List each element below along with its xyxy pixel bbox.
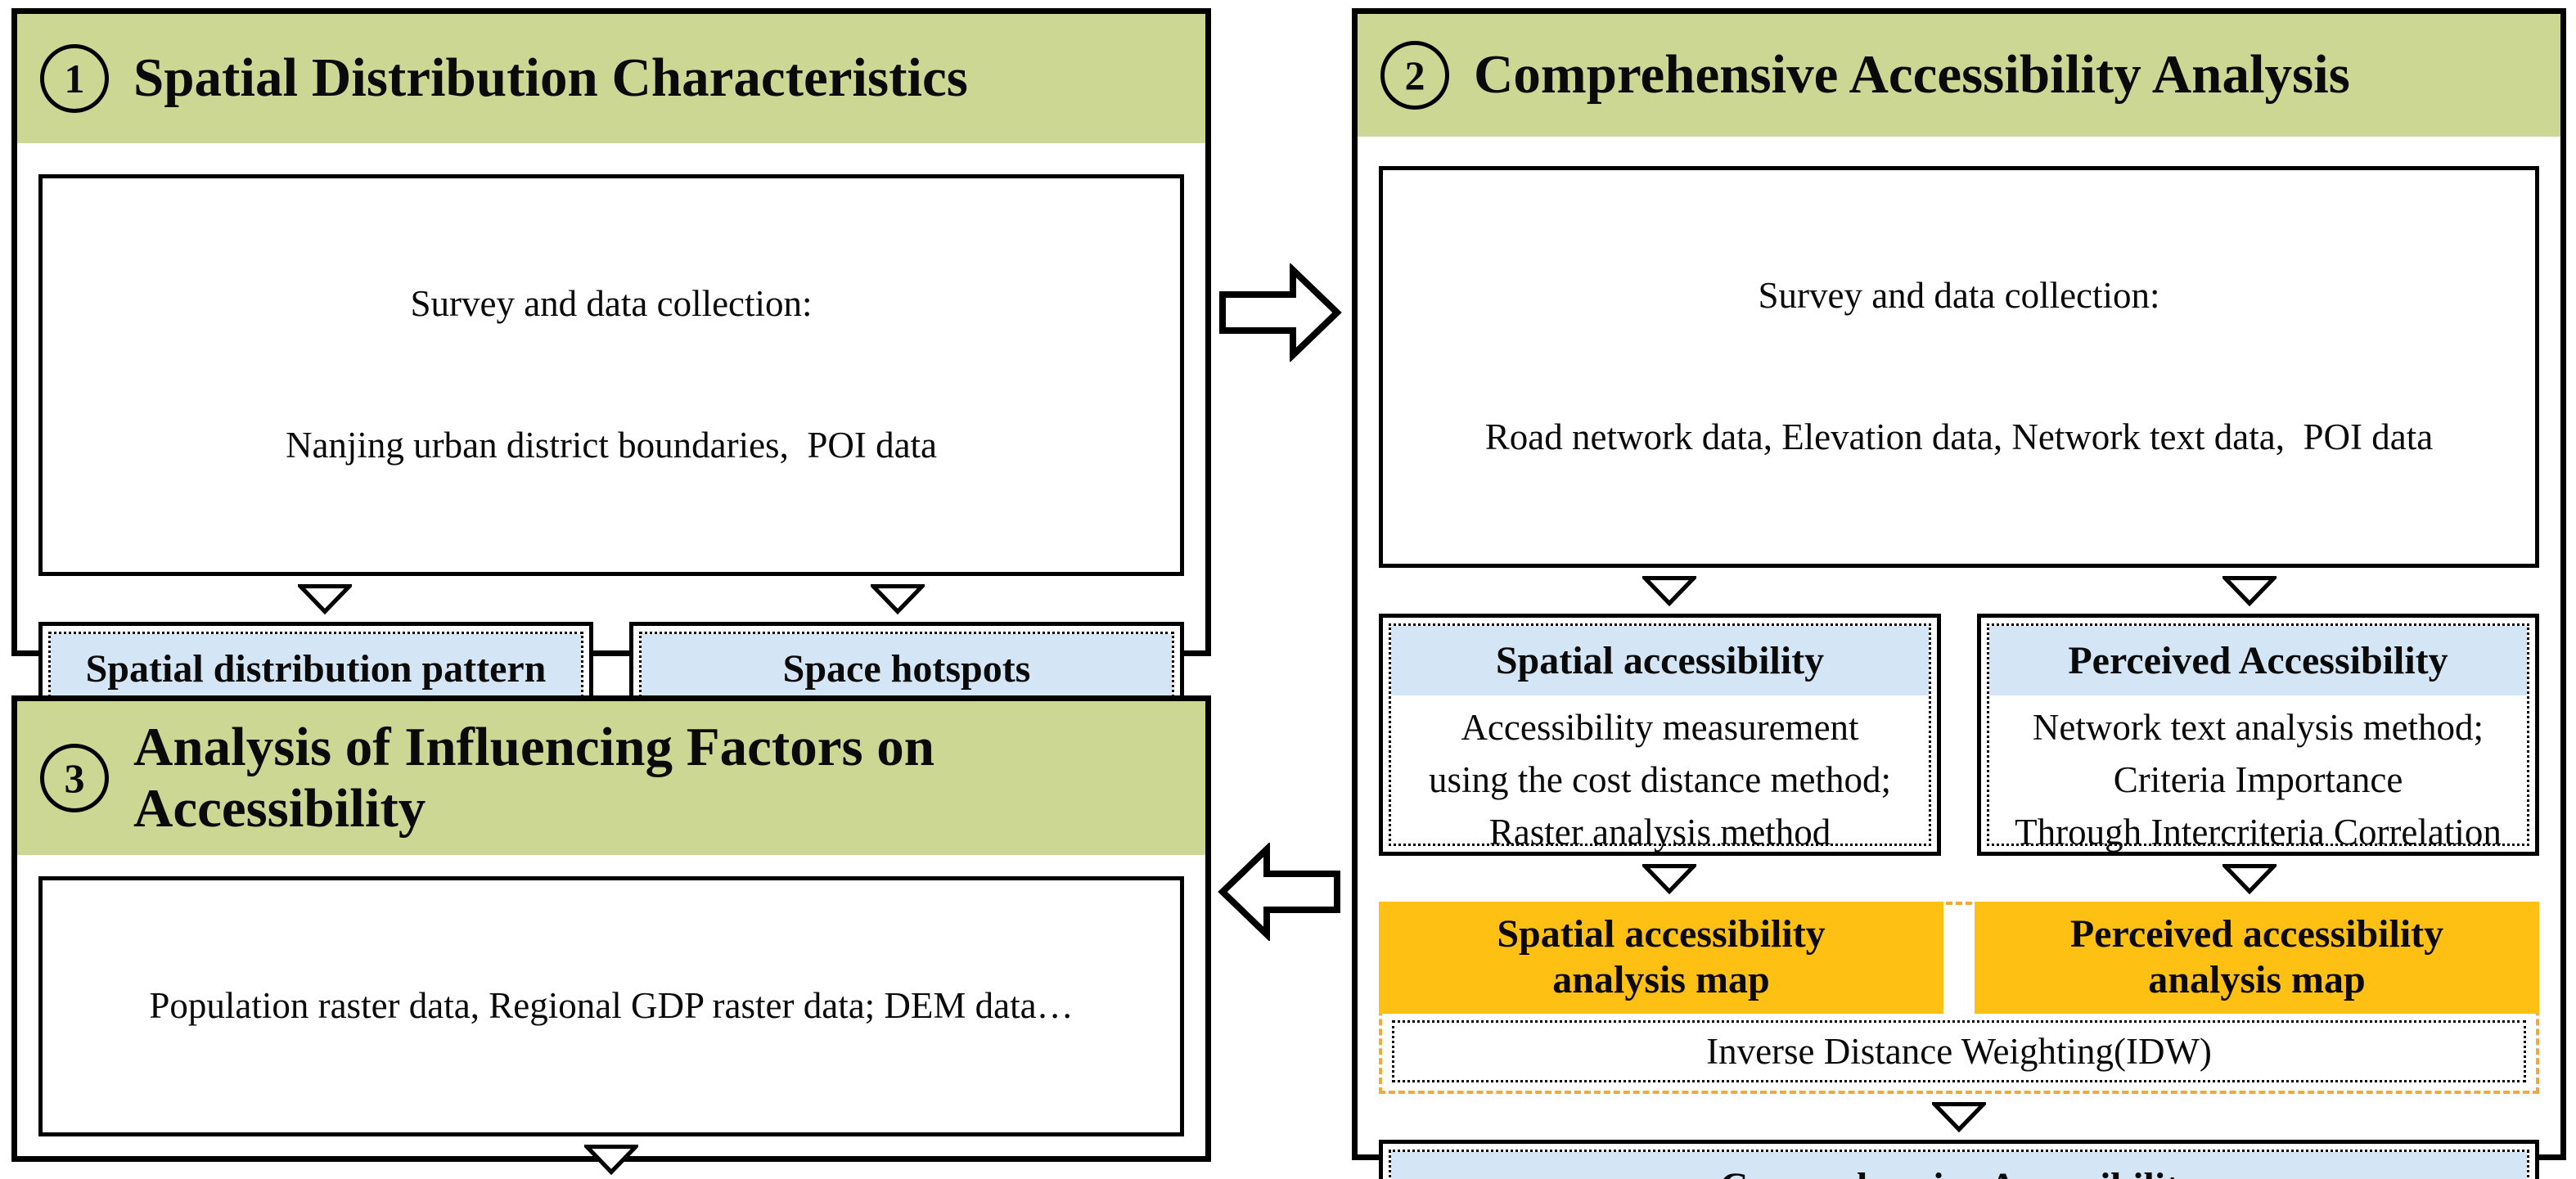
panel-2-content: Survey and data collection: Road network… (1358, 166, 2560, 1179)
survey-line: Survey and data collection: (1758, 275, 2160, 317)
survey-box: Population raster data, Regional GDP ras… (38, 876, 1184, 1136)
panel-3-content: Population raster data, Regional GDP ras… (17, 876, 1205, 1179)
survey-line: Population raster data, Regional GDP ras… (149, 985, 1074, 1027)
method-title: Perceived Accessibility (1989, 625, 2527, 695)
survey-line: Road network data, Elevation data, Netwo… (1484, 416, 2434, 457)
arrow-down-icon (298, 583, 352, 614)
arrow-down-icon (1642, 863, 1696, 894)
panel-spatial-distribution: 1 Spatial Distribution Characteristics S… (11, 8, 1211, 916)
method-box-comprehensive: Comprehensive Accessibility Entropy Weig… (1379, 1140, 2539, 1179)
circled-number-3-icon: 3 (40, 744, 109, 812)
arrow-down-icon (1932, 1101, 1986, 1132)
method-box-perceived-accessibility: Perceived Accessibility Network text ana… (1977, 613, 2539, 856)
arrow-row (38, 576, 1184, 622)
maps-group: Spatial accessibility analysis map Perce… (1379, 901, 2539, 1094)
idw-box: Inverse Distance Weighting(IDW) (1392, 1020, 2526, 1082)
arrow-down-icon (871, 583, 925, 614)
arrow-left-icon (1218, 843, 1340, 941)
method-title: Spatial distribution pattern (51, 633, 581, 704)
circled-number-1-icon: 1 (40, 44, 109, 113)
method-title: Spatial accessibility (1391, 625, 1929, 695)
arrow-down-icon (1642, 575, 1696, 606)
method-title: Space hotspots (642, 633, 1172, 704)
arrow-row (38, 1136, 1184, 1179)
map-box-perceived: Perceived accessibility analysis map (1975, 901, 2539, 1014)
arrow-row (1379, 856, 2539, 902)
arrow-row (1379, 1094, 2539, 1140)
panel-comprehensive-accessibility: 2 Comprehensive Accessibility Analysis S… (1352, 8, 2566, 1179)
method-row: Spatial accessibility Accessibility meas… (1379, 613, 2539, 856)
survey-box: Survey and data collection: Road network… (1379, 166, 2539, 568)
survey-line: Survey and data collection: (410, 283, 813, 325)
arrow-down-icon (584, 1144, 638, 1175)
panel-3-title: Analysis of Influencing Factors on Acces… (133, 716, 935, 839)
panel-1-title: Spatial Distribution Characteristics (133, 47, 968, 109)
panel-1-header: 1 Spatial Distribution Characteristics (17, 14, 1205, 143)
panel-2-title: Comprehensive Accessibility Analysis (1474, 44, 2350, 106)
panel-influencing-factors: 3 Analysis of Influencing Factors on Acc… (11, 695, 1211, 1175)
method-title: Comprehensive Accessibility (1391, 1152, 2527, 1179)
survey-box: Survey and data collection: Nanjing urba… (38, 174, 1184, 576)
arrow-down-icon (2222, 575, 2277, 606)
map-row: Spatial accessibility analysis map Perce… (1379, 901, 2539, 1014)
arrow-row (1379, 568, 2539, 614)
panel-3-header: 3 Analysis of Influencing Factors on Acc… (17, 701, 1205, 855)
method-body: Network text analysis method; Criteria I… (2015, 706, 2502, 853)
map-box-spatial: Spatial accessibility analysis map (1379, 901, 1943, 1014)
survey-line: Nanjing urban district boundaries, POI d… (285, 424, 938, 466)
panel-2-header: 2 Comprehensive Accessibility Analysis (1358, 14, 2560, 137)
circled-number-2-icon: 2 (1380, 41, 1449, 110)
method-body: Accessibility measurement using the cost… (1429, 706, 1891, 853)
arrow-down-icon (2222, 863, 2277, 894)
arrow-right-icon (1219, 263, 1342, 362)
method-box-spatial-accessibility: Spatial accessibility Accessibility meas… (1379, 613, 1941, 856)
